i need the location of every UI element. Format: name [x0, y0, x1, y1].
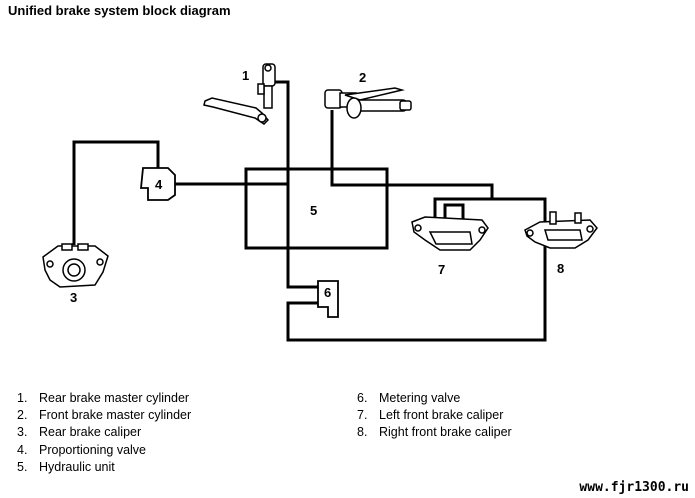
line-left-caliper-inner — [443, 203, 465, 224]
line-front-master — [330, 110, 494, 199]
label-6: 6 — [324, 285, 331, 300]
legend-item: 2.Front brake master cylinder — [17, 408, 192, 423]
brake-lines — [72, 80, 547, 342]
diagram-title: Unified brake system block diagram — [8, 3, 231, 18]
brake-block-diagram: 1 2 3 4 5 6 7 8 — [42, 63, 598, 342]
rear-master-cylinder-drawing — [203, 63, 276, 125]
label-4: 4 — [155, 177, 163, 192]
rear-caliper-drawing — [42, 243, 109, 288]
line-left-caliper — [433, 197, 547, 225]
legend-right: 6.Metering valve 7.Left front brake cali… — [357, 390, 512, 442]
left-front-caliper-drawing — [411, 216, 489, 251]
legend-item: 7.Left front brake caliper — [357, 408, 504, 423]
label-2: 2 — [359, 70, 366, 85]
legend-item: 6.Metering valve — [357, 391, 461, 405]
label-1: 1 — [242, 68, 249, 83]
label-5: 5 — [310, 203, 317, 218]
label-7: 7 — [438, 262, 445, 277]
metering-valve-drawing — [317, 280, 339, 318]
legend-item: 8.Right front brake caliper — [357, 425, 512, 440]
hydraulic-unit-box — [244, 167, 389, 250]
label-8: 8 — [557, 261, 564, 276]
legend-item: 4.Proportioning valve — [17, 442, 147, 457]
line-metering-right — [286, 245, 547, 342]
legend-item: 3.Rear brake caliper — [17, 425, 142, 440]
proportioning-valve-drawing — [140, 167, 176, 201]
legend-item: 1.Rear brake master cylinder — [17, 391, 190, 405]
legend-left: 1.Rear brake master cylinder 2.Front bra… — [17, 390, 191, 476]
watermark: www.fjr1300.ru — [579, 480, 689, 495]
legend-item: 5.Hydraulic unit — [17, 459, 115, 474]
right-front-caliper-drawing — [524, 211, 598, 249]
line-rear-caliper — [72, 140, 160, 245]
front-master-cylinder-drawing — [324, 87, 412, 119]
label-3: 3 — [70, 290, 77, 305]
